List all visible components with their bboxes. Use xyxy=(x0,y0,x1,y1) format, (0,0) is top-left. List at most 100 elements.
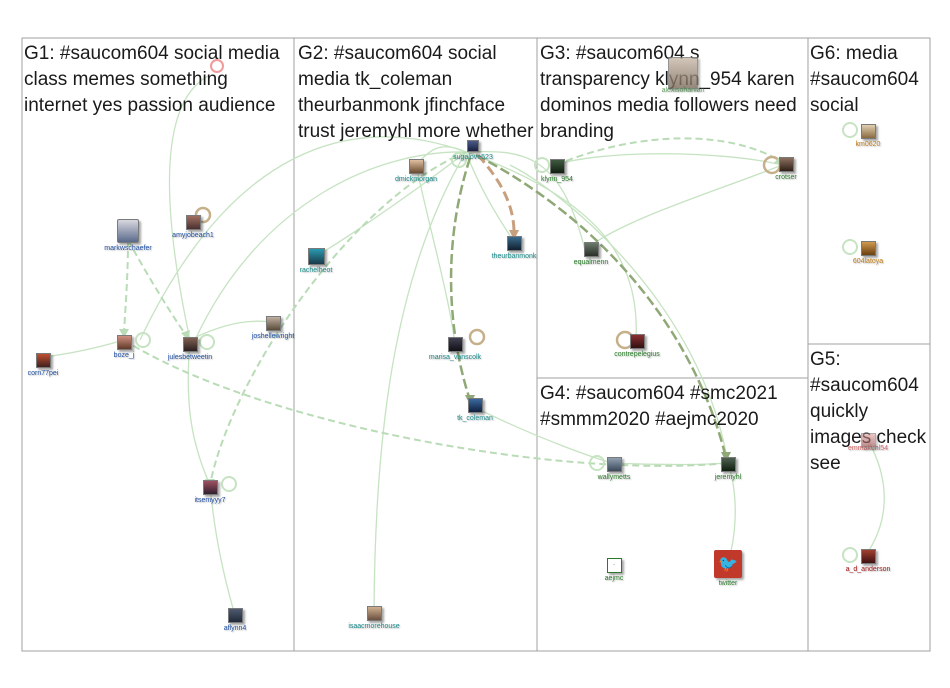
node-rachelheot[interactable]: rachelheot xyxy=(281,248,351,275)
edge xyxy=(465,151,515,243)
node-markwschaefer[interactable]: markwschaefer xyxy=(93,219,163,253)
node-contrepelegius[interactable]: contrepelegius xyxy=(602,334,672,359)
node-sugalove523[interactable]: sugalove523 xyxy=(438,140,508,162)
node-aflynn4[interactable]: aflynn4 xyxy=(200,608,270,633)
edge xyxy=(475,153,728,459)
edge xyxy=(449,157,472,401)
edge xyxy=(476,154,516,237)
edge xyxy=(465,151,637,341)
edge xyxy=(612,462,729,466)
self-loop xyxy=(842,239,858,255)
edge xyxy=(555,153,783,166)
node-jeremyhl[interactable]: jeremyhl xyxy=(693,457,763,482)
arrowhead xyxy=(509,230,519,240)
avatar-icon xyxy=(629,334,645,349)
node-label: jeremyhl xyxy=(714,474,742,481)
node-604latoya[interactable]: 604latoya xyxy=(833,241,903,266)
node-label: wallymetts xyxy=(597,474,631,481)
node-julesbetweetin[interactable]: julesbetweetin xyxy=(155,337,225,362)
node-label: isaacmorehouse xyxy=(348,623,400,630)
node-equalmenn[interactable]: equalmenn xyxy=(556,242,626,267)
node-dmickmorgan[interactable]: dmickmorgan xyxy=(381,159,451,184)
edge xyxy=(168,74,211,341)
node-label: 604latoya xyxy=(852,258,884,265)
edge xyxy=(415,164,456,346)
avatar-icon xyxy=(583,242,599,257)
group-box-g4 xyxy=(536,377,809,652)
twitter-bird-icon: 🐦 xyxy=(714,550,742,578)
node-label: a_d_anderson xyxy=(845,566,891,573)
group-title-g1: G1: #saucom604 social media class memes … xyxy=(24,43,280,116)
node-label: corn77pei xyxy=(27,370,59,377)
node-label: rachelheot xyxy=(299,267,333,274)
self-loop xyxy=(135,332,151,348)
group-box-g6 xyxy=(807,37,931,345)
node-a-d-anderson[interactable]: a_d_anderson xyxy=(833,549,903,574)
node-label: amyjobeach1 xyxy=(172,232,214,239)
node-joshellewright[interactable]: joshellewright xyxy=(238,316,308,341)
node-label: itsemyyy7 xyxy=(194,497,226,504)
avatar-icon xyxy=(778,157,794,172)
node-label: tk_coleman xyxy=(457,415,493,422)
node-theurbanmonk[interactable]: theurbanmonk xyxy=(479,236,549,261)
node-marisa-vanscolk[interactable]: marisa_vanscolk xyxy=(420,337,490,362)
avatar-icon xyxy=(307,248,325,265)
node-label: contrepelegius xyxy=(614,351,660,358)
node-twitter[interactable]: 🐦 twitter xyxy=(693,550,763,588)
node-corn77pei[interactable]: corn77pei xyxy=(8,353,78,378)
self-loop xyxy=(221,476,237,492)
self-loop xyxy=(589,455,605,471)
avatar-icon xyxy=(182,337,198,352)
node-wallymetts[interactable]: wallymetts xyxy=(579,457,649,482)
node-isaacmorehouse[interactable]: isaacmorehouse xyxy=(339,606,409,631)
avatar-icon xyxy=(467,140,479,152)
node-boze-j[interactable]: boze_j xyxy=(89,335,159,360)
avatar-icon xyxy=(860,124,876,139)
group-title-g2: G2: #saucom604 social media tk_coleman t… xyxy=(298,43,534,142)
self-loop xyxy=(468,328,486,346)
avatar-icon xyxy=(447,337,463,352)
avatar-icon xyxy=(185,215,201,230)
node-amyjobeach1[interactable]: amyjobeach1 xyxy=(158,215,228,240)
self-loop xyxy=(842,122,858,138)
avatar-icon xyxy=(202,480,218,495)
group-title-g3: G3: #saucom604 s transparency klynn_954 … xyxy=(540,43,797,142)
node-label: julesbetweetin xyxy=(167,354,213,361)
node-label: emmakuhl54 xyxy=(847,445,889,452)
edge xyxy=(194,151,467,341)
node-alexisohanian[interactable]: alexisohanian xyxy=(648,57,718,95)
node-label: aflynn4 xyxy=(223,625,247,632)
node-label: klynn_954 xyxy=(541,176,573,183)
node-klynn-954[interactable]: klynn_954 xyxy=(522,159,592,184)
edge xyxy=(584,164,783,251)
node-aejmc[interactable]: ◦ aejmc xyxy=(579,558,649,583)
avatar-icon xyxy=(860,549,876,564)
edge xyxy=(469,404,614,464)
group-box-g5 xyxy=(807,343,931,652)
group-title-g6: G6: media #saucom604 social xyxy=(810,43,919,116)
avatar-icon xyxy=(860,241,876,256)
self-loop xyxy=(534,157,550,173)
node-km0620[interactable]: km0620 xyxy=(833,124,903,149)
edge xyxy=(123,239,129,336)
avatar-icon xyxy=(606,457,622,472)
node-label: sugalove523 xyxy=(453,154,493,161)
edge xyxy=(127,239,189,339)
node-itsemyyy7[interactable]: itsemyyy7 xyxy=(175,480,245,505)
node-label: aejmc xyxy=(604,575,624,582)
avatar-icon xyxy=(408,159,424,174)
node-label: km0620 xyxy=(855,141,881,148)
self-loop xyxy=(210,59,224,73)
edge xyxy=(209,151,467,486)
arrowhead xyxy=(119,329,129,338)
edge xyxy=(209,484,235,613)
node-crotser[interactable]: crotser xyxy=(751,157,821,182)
node-label: alexisohanian xyxy=(661,87,705,94)
avatar-icon xyxy=(117,219,139,243)
node-label: dmickmorgan xyxy=(394,176,437,183)
self-loop xyxy=(451,152,467,168)
node-emmakuhl54[interactable]: emmakuhl54 xyxy=(833,433,903,453)
edge xyxy=(509,164,729,464)
node-tk-coleman[interactable]: tk_coleman xyxy=(440,398,510,423)
